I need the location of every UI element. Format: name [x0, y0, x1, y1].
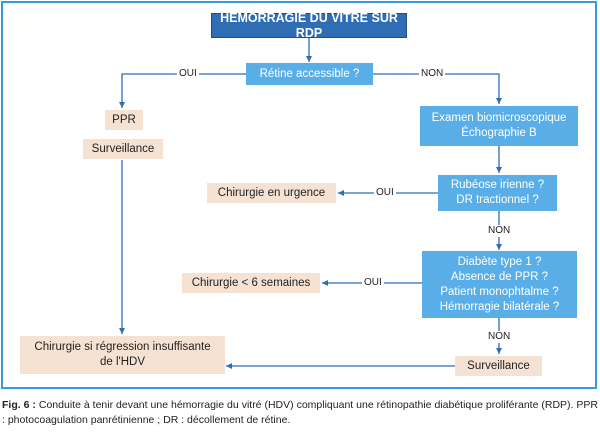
arrow-q1-exam [373, 73, 502, 104]
label-non-2: NON [486, 225, 513, 237]
caption-fig-label: Fig. 6 : [2, 399, 36, 411]
q3-line-3: Patient monophtalme ? [440, 285, 559, 298]
label-non-3: NON [486, 331, 513, 343]
question-rubeose-dr: Rubéose irienne ? DR tractionnel ? [438, 175, 557, 211]
surveillance-node-2: Surveillance [455, 356, 542, 376]
exam-node: Examen biomicroscopique Échographie B [420, 106, 578, 146]
question-criteres-chirurgie: Diabète type 1 ? Absence de PPR ? Patien… [422, 251, 577, 318]
q3-line-4: Hémorragie bilatérale ? [439, 300, 560, 313]
label-oui-2: OUI [374, 187, 396, 199]
label-oui-1: OUI [177, 68, 199, 80]
label-oui-3: OUI [362, 277, 384, 289]
figure-caption: Fig. 6 : Conduite à tenir devant une hém… [2, 398, 598, 428]
q2-line-1: Rubéose irienne ? [450, 179, 545, 191]
exam-line-2: Échographie B [461, 127, 537, 139]
regression-line-2: de l'HDV [99, 356, 146, 368]
caption-text: Conduite à tenir devant une hémorragie d… [2, 399, 598, 426]
question-retine-accessible: Rétine accessible ? [246, 63, 373, 85]
chirurgie-six-semaines-node: Chirurgie < 6 semaines [182, 273, 320, 293]
chirurgie-regression-node: Chirurgie si régression insuffisante de … [20, 336, 225, 374]
surveillance-node-1: Surveillance [83, 139, 163, 159]
regression-line-1: Chirurgie si régression insuffisante [34, 341, 211, 353]
q2-line-2: DR tractionnel ? [456, 194, 539, 206]
ppr-node: PPR [105, 110, 143, 130]
arrow-q1-ppr [119, 73, 246, 108]
title-node: HÉMORRAGIE DU VITRÉ SUR RDP [211, 11, 407, 40]
exam-line-1: Examen biomicroscopique [431, 112, 567, 124]
chirurgie-urgence-node: Chirurgie en urgence [207, 183, 336, 203]
q3-line-1: Diabète type 1 ? [457, 255, 542, 268]
q3-line-2: Absence de PPR ? [450, 270, 549, 283]
label-non-1: NON [419, 68, 446, 80]
